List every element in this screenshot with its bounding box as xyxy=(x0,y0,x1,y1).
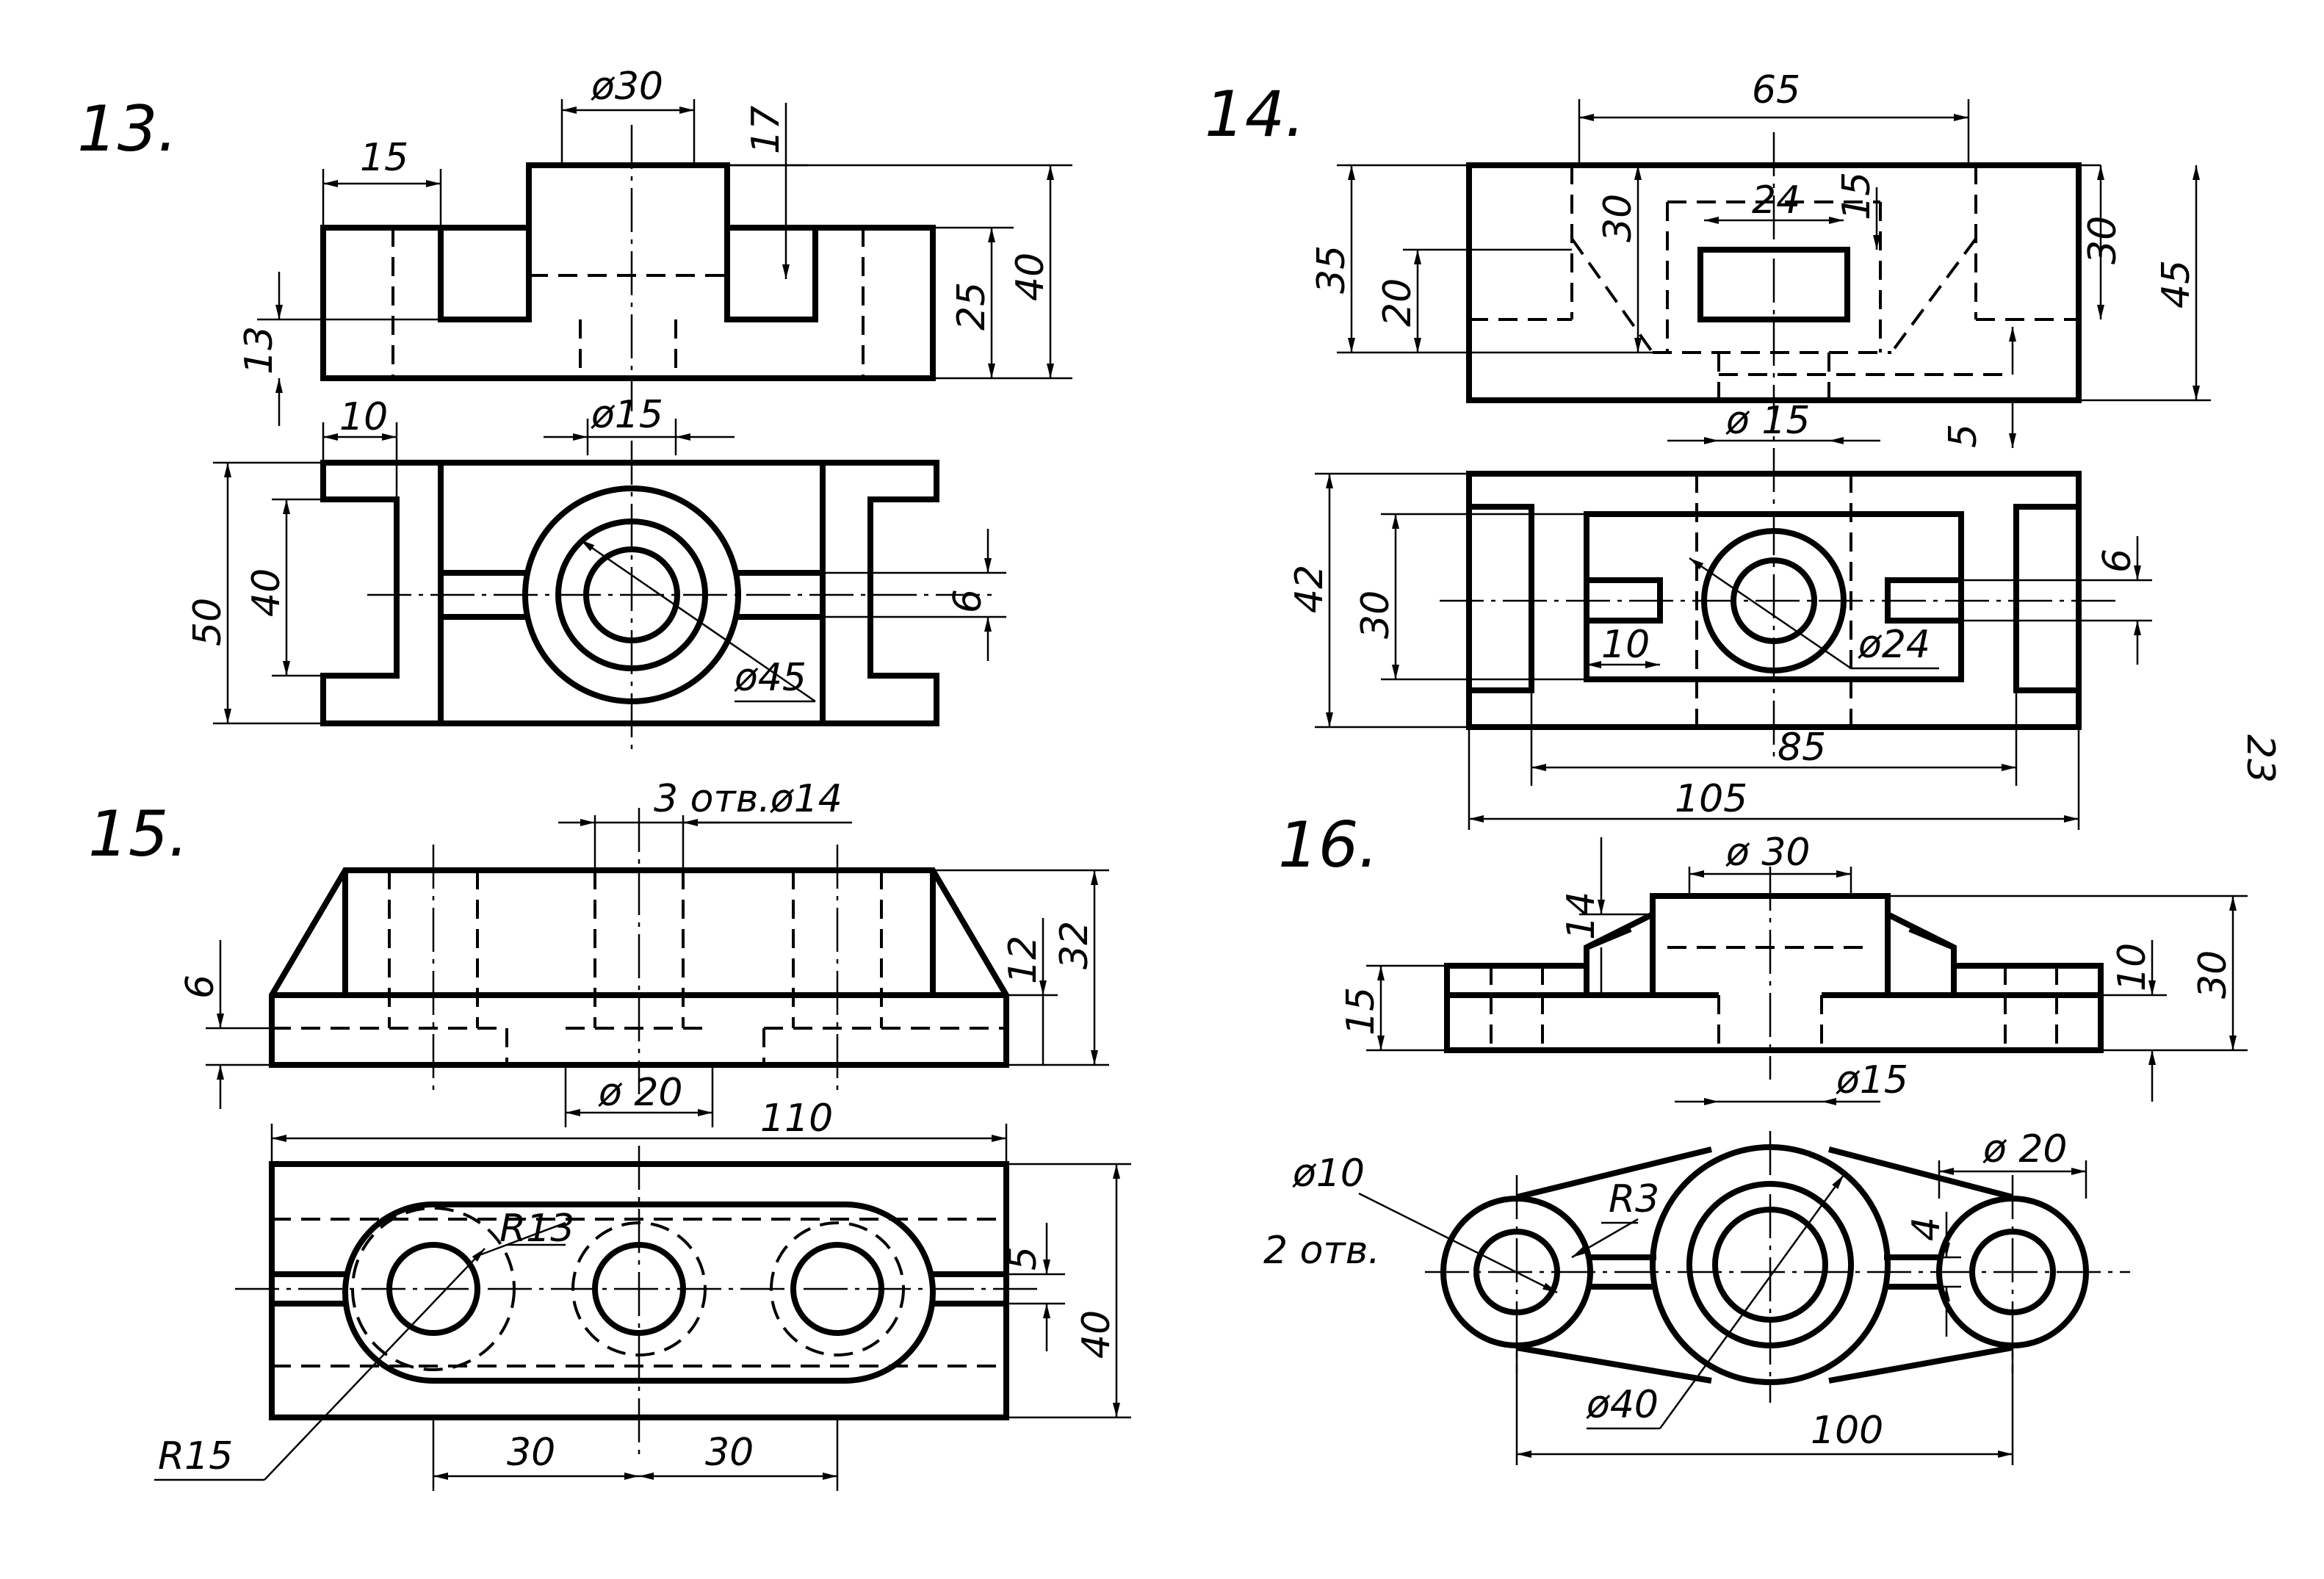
dimension-label: 5 xyxy=(1941,424,1985,448)
dimension-label: ø15 xyxy=(1836,1058,1908,1102)
dimension-label: 20 xyxy=(1376,278,1420,327)
figure-16: 16. xyxy=(1263,809,2248,1465)
dimension-label: 85 xyxy=(1778,726,1826,770)
front-view xyxy=(1466,132,2082,441)
dimension-label: 30 xyxy=(705,1431,754,1475)
dimension-label: 30 xyxy=(1354,590,1398,639)
dimension-label: 17 xyxy=(744,106,788,154)
front-view xyxy=(320,125,936,411)
dimension-label: 30 xyxy=(2191,950,2235,999)
dimension-label: 100 xyxy=(1811,1409,1883,1453)
top-view xyxy=(1425,1131,2130,1403)
dimension-label: 14 xyxy=(1559,892,1603,940)
figure-number: 15. xyxy=(88,798,189,871)
dimension-label: 42 xyxy=(1288,565,1332,613)
dimension-label: 105 xyxy=(1675,777,1747,821)
dimension-label: R15 xyxy=(158,1434,233,1478)
figure-number: 13. xyxy=(77,93,178,166)
dimension-label: ø24 xyxy=(1858,623,1930,667)
dimension-label: 10 xyxy=(339,395,388,439)
dimension-label: 35 xyxy=(1310,245,1354,294)
dimension-label: ø10 xyxy=(1292,1152,1365,1196)
dimension-label: 10 xyxy=(2110,943,2154,991)
dimension-label: ø 30 xyxy=(1725,831,1811,875)
dimension-label: 12 xyxy=(1001,936,1045,984)
dimension-label: 6 xyxy=(2096,549,2140,573)
dimension-label: 2 отв. xyxy=(1263,1229,1380,1273)
dimension-label: ø30 xyxy=(591,65,663,109)
dimension-label: 13 xyxy=(237,326,281,375)
top-view xyxy=(1440,448,2115,756)
top-view xyxy=(320,441,999,749)
dimension-label: 10 xyxy=(1601,623,1650,667)
dimension-label: 45 xyxy=(2154,260,2198,308)
figure-14: 14. xyxy=(1205,68,2211,830)
dimension-label: 15 xyxy=(1339,987,1383,1036)
dimension-label: 50 xyxy=(186,598,230,646)
dimension-label: ø 20 xyxy=(1982,1127,2068,1171)
dimension-label: 30 xyxy=(2081,216,2125,264)
dimensions: 15 ø30 17 40 25 13 10 xyxy=(186,65,1072,725)
dimension-label: 32 xyxy=(1053,921,1097,969)
dimensions: 3 отв.ø14 6 12 32 ø 20 110 R13 xyxy=(154,777,1131,1491)
top-view xyxy=(235,1146,1043,1454)
figure-number: 16. xyxy=(1278,809,1379,882)
dimension-label: 6 xyxy=(178,975,223,999)
dimensions: ø 30 14 15 10 30 ø15 ø 20 xyxy=(1263,831,2248,1465)
dimension-label: 15 xyxy=(360,136,408,180)
dimension-label: ø 20 xyxy=(598,1071,683,1115)
dimension-label: 65 xyxy=(1752,68,1800,112)
figure-15: 15. xyxy=(88,777,1131,1491)
dimension-label: 30 xyxy=(507,1431,555,1475)
dimension-label: ø45 xyxy=(734,656,806,700)
dimension-label: 5 xyxy=(1001,1246,1045,1271)
page-number: 23 xyxy=(2238,734,2282,783)
front-view xyxy=(269,808,1009,1094)
dimensions: 65 24 15 35 20 30 30 45 5 xyxy=(1288,68,2211,830)
dimension-label: ø 15 xyxy=(1725,399,1811,443)
dimension-label: 40 xyxy=(245,568,289,617)
figure-13: 13. xyxy=(77,65,1072,749)
dimension-label: 25 xyxy=(950,282,994,330)
dimension-label: 40 xyxy=(1008,253,1053,301)
dimension-label: 3 отв.ø14 xyxy=(654,777,842,821)
dimension-label: ø40 xyxy=(1586,1383,1659,1427)
dimension-label: 6 xyxy=(946,589,990,613)
dimension-label: 30 xyxy=(1596,194,1640,242)
dimension-label: R3 xyxy=(1609,1177,1659,1221)
dimension-label: 110 xyxy=(760,1096,833,1141)
front-view xyxy=(1444,867,2104,1080)
figure-number: 14. xyxy=(1205,78,1305,151)
dimension-label: 15 xyxy=(1835,172,1879,220)
dimension-label: 4 xyxy=(1905,1217,1949,1241)
dimension-label: 40 xyxy=(1075,1310,1119,1359)
dimension-label: ø15 xyxy=(591,393,663,437)
dimension-label: 24 xyxy=(1752,178,1800,223)
dimension-label: R13 xyxy=(499,1207,574,1251)
